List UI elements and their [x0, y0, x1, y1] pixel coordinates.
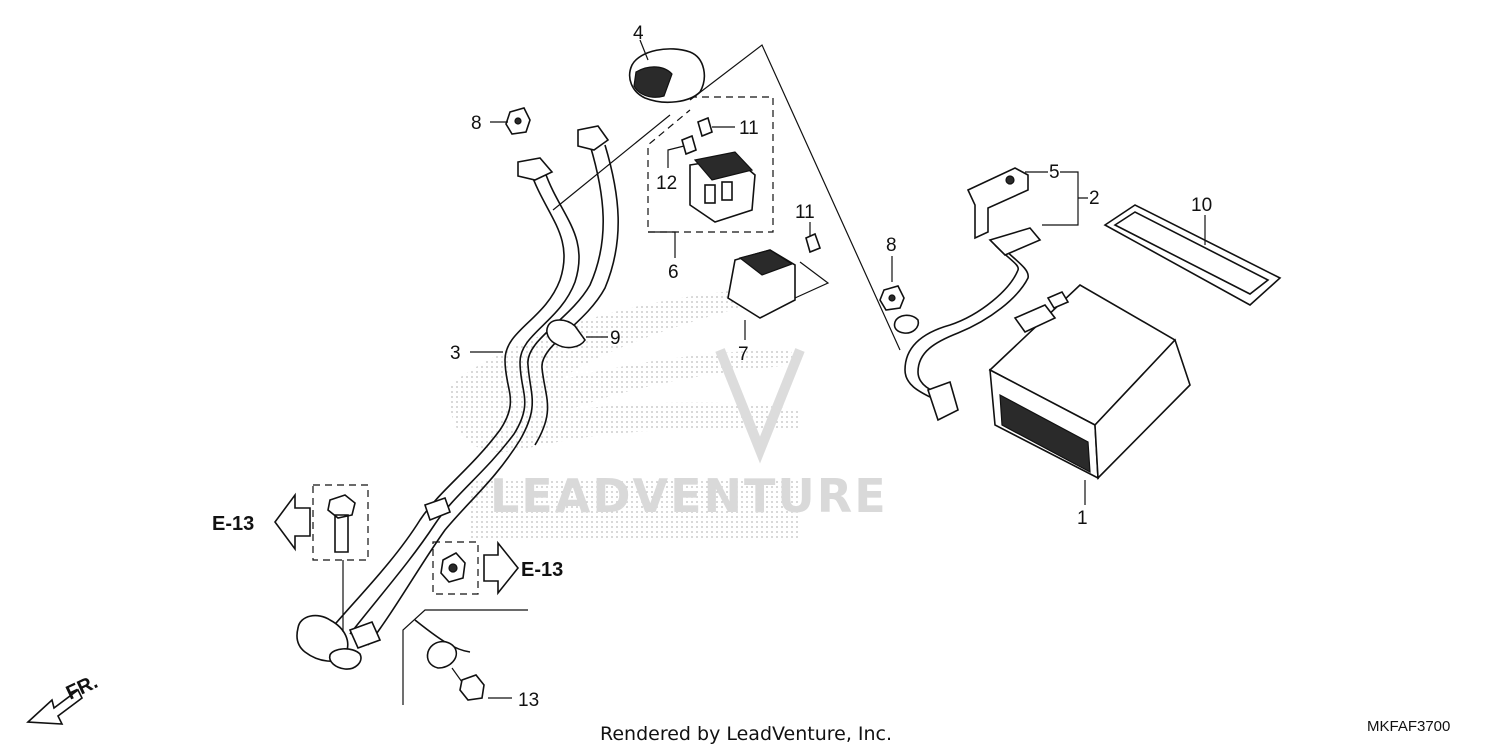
harness-terminal-left	[517, 157, 554, 181]
nut-dashed-box	[432, 541, 479, 595]
relay-cover-shade	[633, 66, 673, 98]
callout-8-left[interactable]: 8	[471, 113, 482, 134]
watermark-wing	[449, 290, 800, 452]
clamp-9	[546, 319, 608, 349]
inset-clamp	[426, 640, 457, 669]
leader-12	[667, 145, 685, 168]
callout-10[interactable]: 10	[1191, 195, 1212, 216]
bolt-13	[459, 674, 485, 701]
battery	[988, 284, 1191, 505]
battery-terminal-neg	[1013, 304, 1057, 334]
starter-relay-group	[647, 96, 774, 258]
cable-2-wire-b	[917, 249, 1029, 393]
callouts: 1 2 3 4 5 6 7 8 8 9 10 11 11 12 13	[450, 23, 1212, 711]
nut-box	[432, 541, 479, 595]
cable-2-wire-a	[904, 244, 1019, 399]
callout-12[interactable]: 12	[656, 173, 677, 194]
callout-7[interactable]: 7	[738, 344, 749, 365]
callout-5[interactable]: 5	[1049, 162, 1060, 183]
callout-3[interactable]: 3	[450, 343, 461, 364]
watermark: LEADVENTURE	[449, 290, 888, 540]
leader-6	[648, 231, 676, 258]
ref-e13-left[interactable]: E-13	[212, 513, 254, 535]
cable-2-terminal	[988, 227, 1042, 256]
bolt-dashed-box	[312, 484, 369, 561]
bolt-box-left	[312, 484, 369, 632]
relay-to-battery-line	[552, 44, 901, 351]
bolt-8-right-center	[888, 294, 896, 302]
leader-5-2	[1025, 171, 1088, 226]
diagram-code: MKFAF3700	[1367, 718, 1450, 735]
harness-terminal-right	[577, 125, 610, 151]
harness-sleeve	[348, 620, 382, 650]
harness-wire-c	[367, 144, 604, 646]
inset-border	[402, 609, 528, 705]
callout-2[interactable]: 2	[1089, 188, 1100, 209]
harness-band	[423, 496, 452, 522]
relay-cover	[628, 39, 706, 104]
harness-wire-a	[329, 169, 565, 631]
inset-13	[402, 609, 528, 705]
flange-bolt	[327, 494, 356, 553]
callout-8-right[interactable]: 8	[886, 235, 897, 256]
battery-band	[1103, 204, 1282, 306]
bolt-8-right	[879, 256, 905, 311]
arrow-right-e13[interactable]	[483, 540, 520, 596]
watermark-letters	[470, 480, 800, 540]
bolt-8-left-center	[514, 117, 522, 125]
harness-ring-terminal	[328, 648, 362, 670]
relay-pin-a	[704, 184, 716, 204]
front-direction-marker: FR.	[26, 671, 101, 725]
relay-pin-b	[721, 181, 733, 201]
callout-11-lower[interactable]: 11	[795, 202, 815, 223]
callout-13[interactable]: 13	[518, 690, 539, 711]
callout-4[interactable]: 4	[633, 23, 644, 44]
battery-band-inner	[1113, 211, 1270, 295]
ref-e13-right[interactable]: E-13	[521, 559, 563, 581]
cable-connector	[926, 380, 959, 422]
leader-11-lower	[794, 222, 830, 299]
bracket-5	[966, 167, 1029, 240]
battery-cable-set	[893, 167, 1088, 422]
callout-9[interactable]: 9	[610, 328, 621, 349]
fuse-12	[681, 134, 697, 156]
harness-wire-d	[534, 144, 619, 446]
fuse-box-top	[738, 249, 794, 276]
battery-side	[1094, 338, 1191, 480]
leader-4	[639, 39, 649, 61]
battery-terminal-pos	[1046, 290, 1070, 310]
fuse-box-group	[727, 222, 830, 340]
callout-11-upper[interactable]: 11	[739, 118, 759, 139]
relay-dashed-box	[647, 96, 774, 233]
footer-credit: Rendered by LeadVenture, Inc.	[600, 723, 892, 745]
flange-nut-hole	[448, 563, 458, 573]
arrow-left-e13[interactable]	[274, 492, 311, 552]
bolt-13-shaft	[451, 667, 463, 683]
starter-relay-top	[693, 151, 754, 181]
callout-1[interactable]: 1	[1077, 508, 1088, 529]
front-arrow	[26, 688, 84, 725]
battery-front-shade	[999, 393, 1091, 474]
bracket-5-hole	[1005, 175, 1015, 185]
watermark-text: LEADVENTURE	[490, 469, 888, 523]
fuse-11-upper	[697, 116, 713, 138]
harness-wire-b	[349, 171, 580, 635]
bolt-8-left	[490, 107, 531, 135]
callout-6[interactable]: 6	[668, 262, 679, 283]
fuse-11-lower	[805, 232, 822, 254]
clamp-9-body	[546, 319, 586, 349]
cable-eyelet	[893, 314, 920, 334]
watermark-v	[715, 348, 805, 464]
battery-cable-harness	[296, 125, 619, 670]
